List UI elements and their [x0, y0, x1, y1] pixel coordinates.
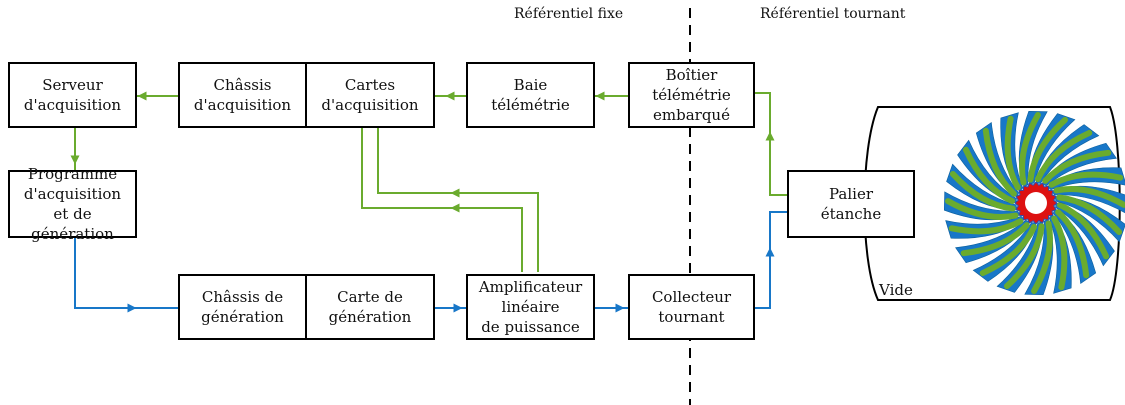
- rotor-blade-strip: [1053, 186, 1125, 208]
- fixed-frame-label: Référentiel fixe: [514, 6, 624, 22]
- rotor-blade-strip: [949, 170, 1016, 212]
- sealed-bearing-box: Palier étanche: [787, 170, 915, 238]
- generation-chassis-box: Châssis de génération: [178, 274, 307, 340]
- telemetry-bay-label: Baie télémétrie: [491, 76, 570, 114]
- onboard-telemetry-box: Boîtier télémétrie embarqué: [628, 62, 755, 128]
- rotor-blade-strip: [1031, 220, 1053, 294]
- rotor-blade-strip: [1056, 201, 1110, 260]
- onboard-telemetry-label: Boîtier télémétrie embarqué: [652, 66, 731, 124]
- acquisition-server-label: Serveur d'acquisition: [23, 76, 122, 114]
- rotor-blade-strip: [982, 127, 1017, 197]
- slip-ring-label: Collecteur tournant: [651, 288, 732, 326]
- rotor-blade-strip: [962, 146, 1016, 205]
- generation-card-label: Carte de génération: [328, 288, 412, 326]
- acquisition-cards-box: Cartes d'acquisition: [305, 62, 435, 128]
- rotor-blade-strip: [960, 222, 1030, 257]
- rotor-blade-strip: [1027, 116, 1068, 183]
- rotor-bore: [1025, 192, 1047, 214]
- rotor-blade-strip: [1051, 215, 1068, 291]
- generation-chassis-label: Châssis de génération: [201, 288, 284, 326]
- rotor-blade-strip: [948, 218, 1024, 235]
- telemetry-bay-box: Baie télémétrie: [466, 62, 595, 128]
- bladed-disk-rotor-icon: [943, 110, 1125, 296]
- rotor-blade-strip: [1048, 171, 1124, 188]
- rotor-blade-strip: [1056, 194, 1123, 236]
- generation-card-box: Carte de génération: [305, 274, 435, 340]
- rotor-blade-strip: [1004, 223, 1045, 290]
- rotating-frame-label: Référentiel tournant: [760, 6, 906, 22]
- program-label: Programme d'acquisition et de génération: [23, 165, 122, 243]
- vacuum-label: Vide: [879, 281, 913, 299]
- acquisition-chassis-label: Châssis d'acquisition: [193, 76, 292, 114]
- rotor-blade-strip: [1042, 149, 1112, 184]
- rotor-blade-strip: [1055, 209, 1090, 279]
- power-amplifier-box: Amplificateur linéaire de puissance: [466, 274, 595, 340]
- slip-ring-box: Collecteur tournant: [628, 274, 755, 340]
- rotor-blade-strip: [1004, 115, 1021, 191]
- program-box: Programme d'acquisition et de génération: [8, 165, 137, 243]
- rotor-blade-strip: [945, 198, 1019, 220]
- acquisition-chassis-box: Châssis d'acquisition: [178, 62, 307, 128]
- rotor-blade-strip: [1034, 129, 1093, 183]
- acquisition-cards-label: Cartes d'acquisition: [321, 76, 419, 114]
- power-amplifier-label: Amplificateur linéaire de puissance: [478, 278, 583, 336]
- acquisition-server-box: Serveur d'acquisition: [8, 62, 137, 128]
- rotor-blade-strip: [979, 223, 1038, 277]
- sealed-bearing-label: Palier étanche: [820, 185, 882, 223]
- rotor-blade-strip: [1019, 112, 1041, 186]
